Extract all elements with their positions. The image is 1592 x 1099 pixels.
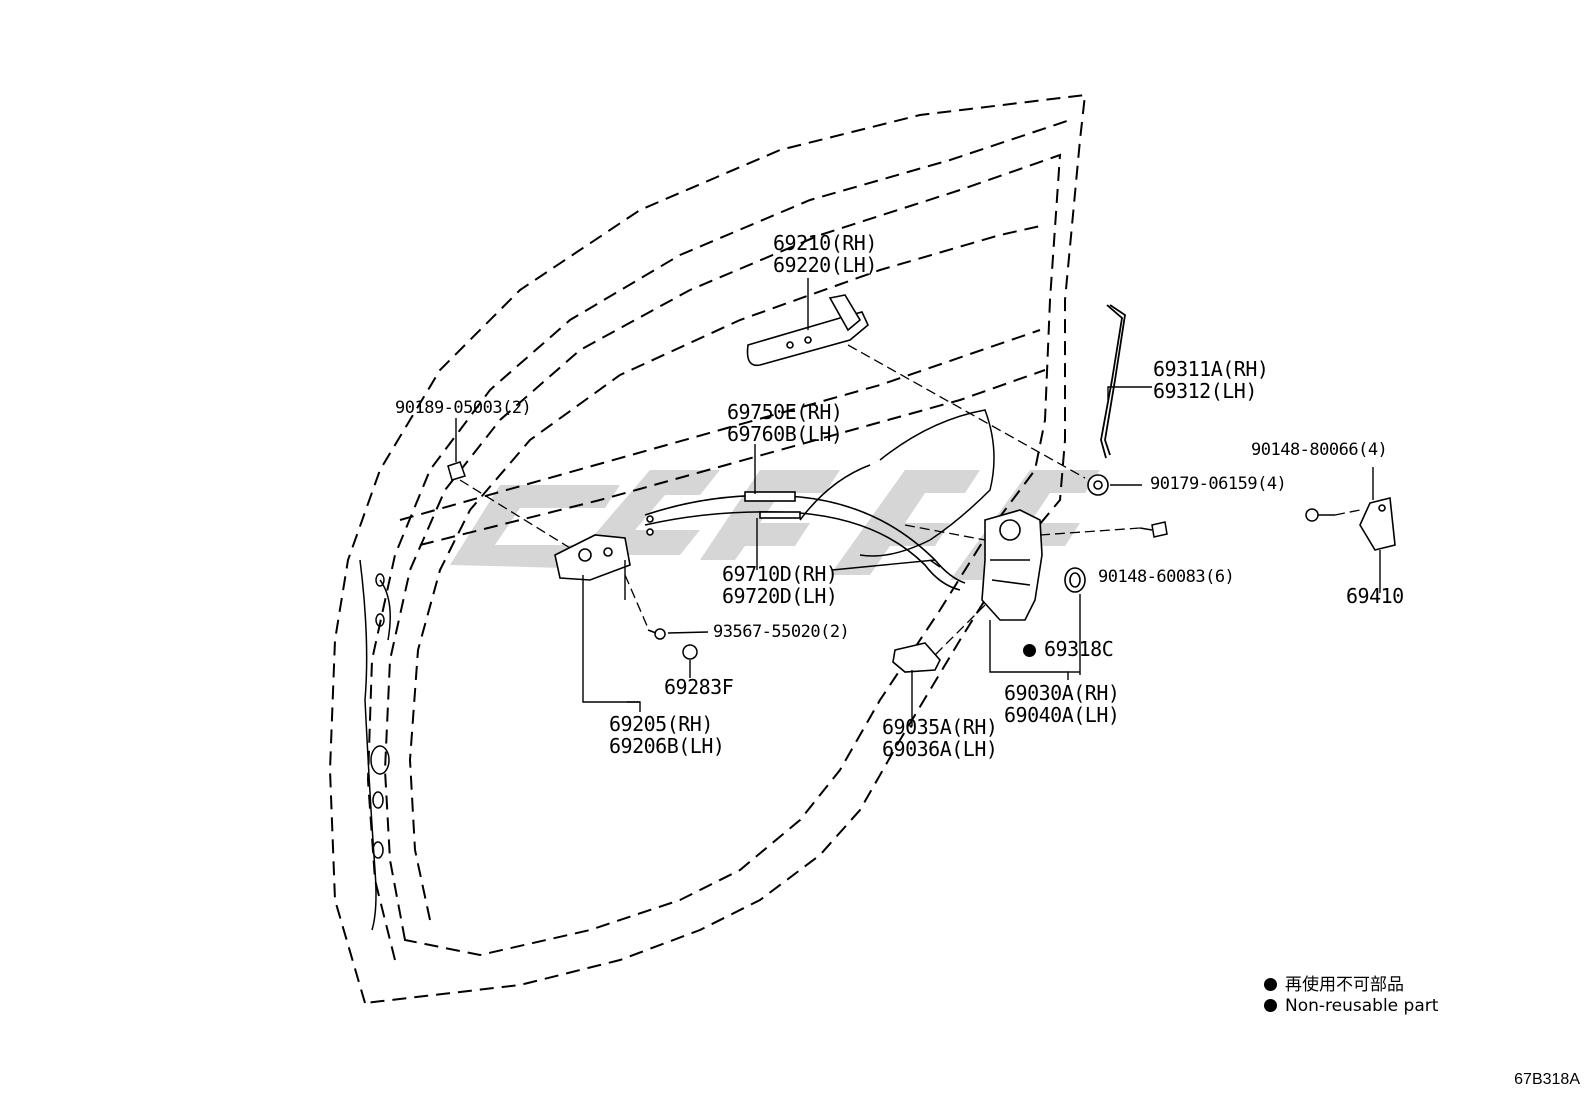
part-label-69206: 69206B(LH) (609, 734, 725, 758)
part-label-69220: 69220(LH) (773, 253, 877, 277)
clip-90189 (447, 461, 466, 481)
nut-90179 (1087, 474, 1109, 496)
part-label-90148-80066: 90148-80066(4) (1251, 440, 1388, 460)
part-label-69035: 69035A(RH) (882, 715, 998, 739)
part-label-69040: 69040A(LH) (1004, 703, 1120, 727)
outside-door-handle (746, 294, 869, 367)
screw-90148-60083 (1139, 521, 1168, 538)
inside-lock-knob (892, 642, 941, 673)
inside-door-handle (554, 534, 631, 581)
assembly-reference-lines (459, 344, 1361, 656)
part-label-69283f: 69283F (664, 675, 734, 699)
part-label-69312: 69312(LH) (1153, 379, 1257, 403)
part-label-93567: 93567-55020(2) (713, 622, 850, 642)
part-label-69311: 69311A(RH) (1153, 357, 1269, 381)
door-outline (328, 93, 1087, 1005)
door-lock-striker (1359, 497, 1396, 551)
legend-dot-icon (1264, 999, 1277, 1012)
diagram-code: 67B318A (1514, 1071, 1580, 1088)
part-label-90189: 90189-05003(2) (395, 398, 532, 418)
seal-69318c (1064, 567, 1086, 593)
non-reusable-marker-icon (1023, 644, 1036, 657)
part-label-69710: 69710D(RH) (722, 562, 838, 586)
part-label-90179: 90179-06159(4) (1150, 474, 1287, 494)
leader-lines (455, 278, 1381, 726)
part-label-69750: 69750E(RH) (727, 400, 843, 424)
part-label-69410: 69410 (1346, 584, 1404, 608)
part-label-69030: 69030A(RH) (1004, 681, 1120, 705)
part-label-69205: 69205(RH) (609, 712, 713, 736)
door-lock-assembly (981, 509, 1043, 621)
legend-japanese: 再使用不可部品 (1264, 970, 1404, 995)
door-lock-rod (1100, 304, 1126, 459)
part-label-69318c-text: 69318C (1044, 637, 1114, 661)
door-inner-panel (359, 409, 995, 931)
cap-69283f (682, 644, 698, 660)
screw-93567 (647, 628, 666, 640)
legend-english-text: Non-reusable part (1285, 996, 1439, 1016)
legend-dot-icon (1264, 978, 1277, 991)
legend-english: Non-reusable part (1264, 996, 1438, 1016)
part-label-90148-60083: 90148-60083(6) (1098, 567, 1235, 587)
part-label-69210: 69210(RH) (773, 231, 877, 255)
part-label-69720: 69720D(LH) (722, 584, 838, 608)
part-label-69318c: 69318C (1023, 637, 1114, 661)
door-lock-cables (644, 491, 966, 591)
screw-90148-80066 (1305, 508, 1335, 522)
part-label-69760: 69760B(LH) (727, 422, 843, 446)
legend-japanese-text: 再使用不可部品 (1285, 975, 1404, 995)
part-label-69036: 69036A(LH) (882, 737, 998, 761)
